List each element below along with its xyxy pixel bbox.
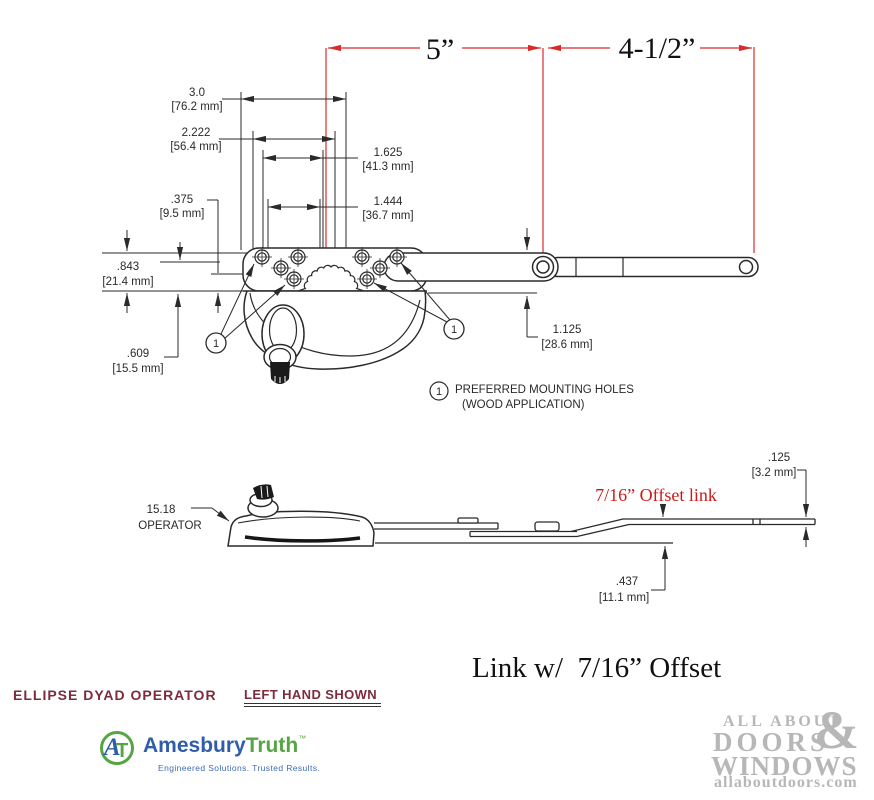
operator-size-label: 15.18 — [147, 504, 176, 516]
arm-link-outer — [547, 256, 759, 278]
link-rivet-tab — [534, 521, 560, 532]
product-title: ELLIPSE DYAD OPERATOR — [13, 687, 217, 703]
dim-375: .375 — [171, 194, 193, 206]
watermark-doors: DOORS — [713, 727, 830, 757]
spindle-cap — [253, 484, 274, 500]
dim-1625-mm: [41.3 mm] — [362, 161, 413, 173]
link-clip — [457, 517, 479, 524]
mounting-hole — [370, 258, 390, 278]
amesburytruth-logo: A T AmesburyTruth™ Engineered Solutions.… — [100, 729, 360, 779]
operator-arm — [383, 252, 759, 282]
logo-brand-amesbury: Amesbury — [143, 734, 246, 757]
amesburytruth-logo-icon: A T — [100, 731, 134, 765]
mounting-hole — [352, 247, 372, 267]
hole-marker-leaders — [220, 262, 451, 340]
watermark-all-about: ALL ABOUT — [723, 713, 843, 730]
dim-1625: 1.625 — [374, 147, 403, 159]
hole-marker-left: 1 — [205, 332, 227, 354]
dim-1125-mm: [28.6 mm] — [541, 339, 592, 351]
offset-link-label: 7/16” Offset link — [595, 485, 717, 505]
logo-wordmark: AmesburyTruth™ — [143, 734, 306, 758]
operator-body-top — [243, 264, 427, 384]
left-height-dimensions — [102, 199, 248, 358]
dim-437-lines — [651, 546, 669, 591]
span-4half-label: 4-1/2” — [619, 32, 696, 65]
dim-1125-lines — [428, 228, 538, 338]
mounting-hole — [252, 247, 272, 267]
dim-1444-mm: [36.7 mm] — [362, 210, 413, 222]
watermark: ALL ABOUT DOORS & WINDOWS allaboutdoors.… — [690, 700, 870, 798]
logo-brand-truth: Truth — [245, 734, 299, 757]
dim-2222-mm: [56.4 mm] — [170, 141, 221, 153]
dim-125: .125 — [768, 452, 790, 464]
arm-pivot-hole — [531, 255, 555, 279]
watermark-windows: WINDOWS — [711, 751, 858, 781]
mounting-hole — [288, 247, 308, 267]
mounting-note: 1 PREFERRED MOUNTING HOLES (WOOD APPLICA… — [429, 381, 634, 411]
dim-125-mm: [3.2 mm] — [752, 467, 797, 479]
operator-body-side — [227, 484, 375, 547]
operator-label-leader — [191, 507, 230, 522]
mounting-holes — [252, 247, 407, 289]
dim-3in: 3.0 — [189, 87, 205, 99]
top-view-drawing: 5” 4-1/2” 3.0 [76.2 mm] — [102, 32, 759, 411]
logo-letter-t: T — [116, 740, 129, 762]
note-line2: (WOOD APPLICATION) — [462, 399, 585, 411]
svg-text:1: 1 — [451, 324, 457, 336]
caption-link-offset: Link w/ 7/16” Offset — [472, 652, 722, 684]
dim-609-mm: [15.5 mm] — [112, 363, 163, 375]
mounting-hole — [271, 258, 291, 278]
mounting-hole — [387, 247, 407, 267]
dim-843-mm: [21.4 mm] — [102, 276, 153, 288]
dim-1444: 1.444 — [374, 196, 403, 208]
link-bars — [374, 517, 816, 544]
dim-125-lines — [797, 469, 810, 547]
extension-lines — [240, 92, 347, 250]
dim-843: .843 — [117, 261, 139, 273]
logo-trademark: ™ — [298, 734, 307, 743]
watermark-ampersand: & — [814, 700, 859, 760]
dim-437-mm: [11.1 mm] — [599, 592, 649, 604]
note-line1: PREFERRED MOUNTING HOLES — [455, 384, 634, 396]
dim-3in-mm: [76.2 mm] — [171, 101, 222, 113]
mounting-hole — [284, 269, 304, 289]
hole-marker-right: 1 — [443, 318, 465, 340]
svg-text:1: 1 — [436, 386, 442, 398]
dim-609: .609 — [127, 348, 149, 360]
svg-text:1: 1 — [213, 338, 219, 350]
gear-teeth — [297, 264, 365, 292]
logo-letter-a: A — [104, 734, 121, 761]
dim-437: .437 — [616, 576, 638, 588]
arm-end-hole — [738, 259, 754, 275]
dim-375-mm: [9.5 mm] — [160, 208, 205, 220]
dim-1125: 1.125 — [553, 324, 582, 336]
logo-tagline: Engineered Solutions. Trusted Results. — [158, 763, 321, 773]
side-view-drawing: 15.18 OPERATOR — [138, 452, 816, 604]
operator-word-label: OPERATOR — [138, 520, 201, 532]
mounting-hole — [357, 269, 377, 289]
dim-2222: 2.222 — [182, 127, 211, 139]
width-dimension-lines — [219, 95, 358, 211]
hand-shown-label: LEFT HAND SHOWN — [244, 687, 382, 707]
span-5in-label: 5” — [426, 33, 454, 66]
watermark-url: allaboutdoors.com — [714, 774, 858, 791]
red-span-dimensions — [325, 44, 755, 281]
